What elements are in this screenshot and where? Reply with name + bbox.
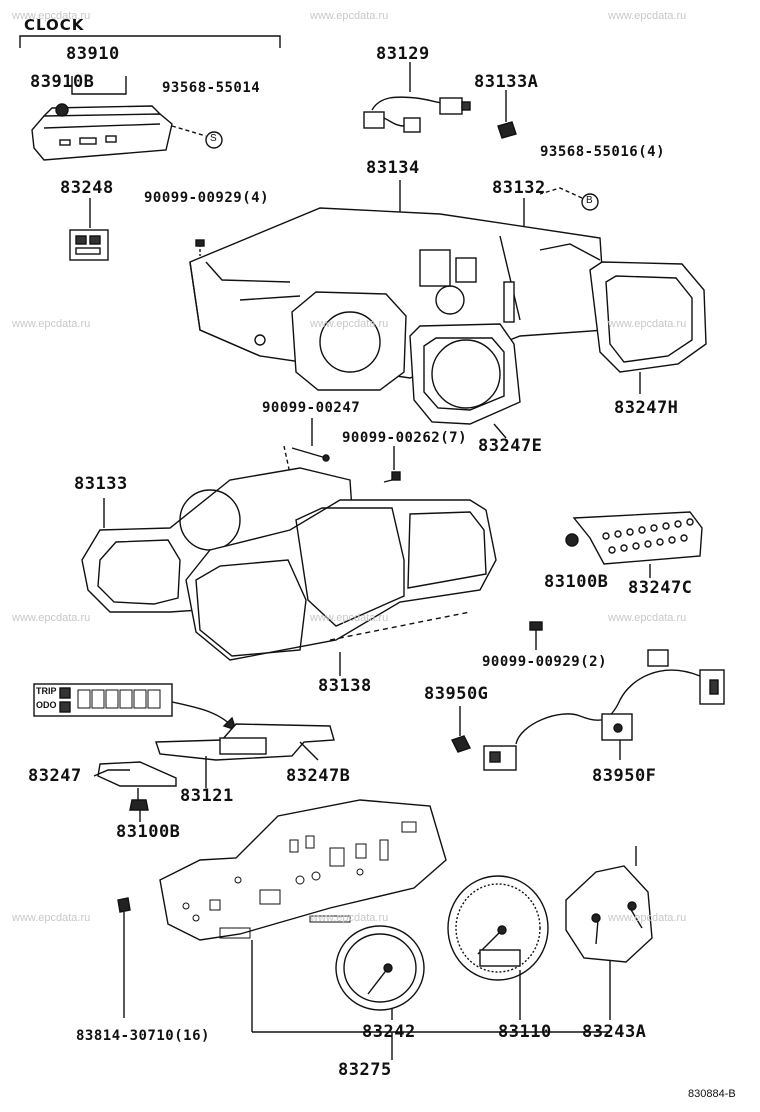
part-label-83243a: 83243A xyxy=(582,1022,647,1042)
display-odo-label: ODO xyxy=(36,700,57,710)
wiring-harness-83129 xyxy=(363,62,471,133)
part-label-83275: 83275 xyxy=(338,1060,392,1080)
clock-bracket xyxy=(19,35,281,48)
connector-83248 xyxy=(69,198,109,261)
callout-mark-s: S xyxy=(210,133,217,144)
part-label-83247b: 83247B xyxy=(286,766,351,786)
part-label-83247e: 83247E xyxy=(478,436,543,456)
part-label-83121: 83121 xyxy=(180,786,234,806)
watermark: www.epcdata.ru xyxy=(310,318,389,330)
wiring-83950f xyxy=(483,649,725,771)
housing-left-bezel xyxy=(291,291,407,391)
screw-symbol-b xyxy=(539,187,599,211)
bulb-83950g xyxy=(451,706,471,753)
part-label-90099-00929-4: 90099-00929(4) xyxy=(144,190,270,206)
watermark: www.epcdata.ru xyxy=(608,318,687,330)
part-label-83138: 83138 xyxy=(318,676,372,696)
part-label-83100b-lower: 83100B xyxy=(116,822,181,842)
part-label-83247: 83247 xyxy=(28,766,82,786)
part-label-90099-00247: 90099-00247 xyxy=(262,400,361,416)
watermark: www.epcdata.ru xyxy=(608,10,687,22)
part-label-83247h: 83247H xyxy=(614,398,679,418)
display-trip-label: TRIP xyxy=(36,686,57,696)
watermark: www.epcdata.ru xyxy=(310,10,389,22)
clock-unit-83910 xyxy=(31,76,207,161)
watermark: www.epcdata.ru xyxy=(608,912,687,924)
screw-symbol-s xyxy=(205,131,223,149)
indicator-panel-83247c xyxy=(565,511,703,578)
part-label-83950g: 83950G xyxy=(424,684,489,704)
bulb-83814-30710 xyxy=(117,897,131,1018)
part-label-93568-55016-4: 93568-55016(4) xyxy=(540,144,666,160)
part-label-83248: 83248 xyxy=(60,178,114,198)
bezel-ring-83247h xyxy=(589,261,707,394)
plate-83247 xyxy=(93,761,177,822)
part-label-83247c: 83247C xyxy=(628,578,693,598)
meter-lens-83138 xyxy=(185,499,497,676)
part-label-83110: 83110 xyxy=(498,1022,552,1042)
watermark: www.epcdata.ru xyxy=(310,612,389,624)
part-label-83100b-upper: 83100B xyxy=(544,572,609,592)
gauge-83243a xyxy=(565,846,653,1020)
speedometer-83110 xyxy=(447,875,549,1020)
watermark: www.epcdata.ru xyxy=(608,612,687,624)
part-label-83910b: 83910B xyxy=(30,72,95,92)
part-label-93568-55014: 93568-55014 xyxy=(162,80,261,96)
clip-83133a xyxy=(497,90,517,139)
plate-83247b xyxy=(155,723,335,761)
watermark: www.epcdata.ru xyxy=(310,912,389,924)
printed-circuit-83275 xyxy=(159,799,447,1032)
diagram-reference-code: 830884-B xyxy=(688,1088,736,1100)
part-label-90099-00262-7: 90099-00262(7) xyxy=(342,430,468,446)
part-label-83950f: 83950F xyxy=(592,766,657,786)
gauge-83242 xyxy=(335,925,425,1020)
assembly-bracket-83275 xyxy=(252,1031,610,1060)
watermark: www.epcdata.ru xyxy=(12,318,91,330)
part-label-83133: 83133 xyxy=(74,474,128,494)
part-label-90099-00929-2: 90099-00929(2) xyxy=(482,654,608,670)
section-label-clock: CLOCK xyxy=(24,16,85,34)
part-label-83129: 83129 xyxy=(376,44,430,64)
bezel-ring-83247e xyxy=(409,281,521,439)
screw-90099-00262 xyxy=(383,446,401,483)
part-label-83910: 83910 xyxy=(66,44,120,64)
watermark: www.epcdata.ru xyxy=(12,612,91,624)
part-label-83242: 83242 xyxy=(362,1022,416,1042)
watermark: www.epcdata.ru xyxy=(12,10,91,22)
watermark: www.epcdata.ru xyxy=(12,912,91,924)
callout-mark-b: B xyxy=(586,195,593,206)
screw-90099-00929-2 xyxy=(529,621,543,650)
part-label-83134: 83134 xyxy=(366,158,420,178)
part-label-83133a: 83133A xyxy=(474,72,539,92)
part-label-83132: 83132 xyxy=(492,178,546,198)
part-label-83814-30710-16: 83814-30710(16) xyxy=(76,1028,210,1044)
odometer-display xyxy=(33,683,238,732)
